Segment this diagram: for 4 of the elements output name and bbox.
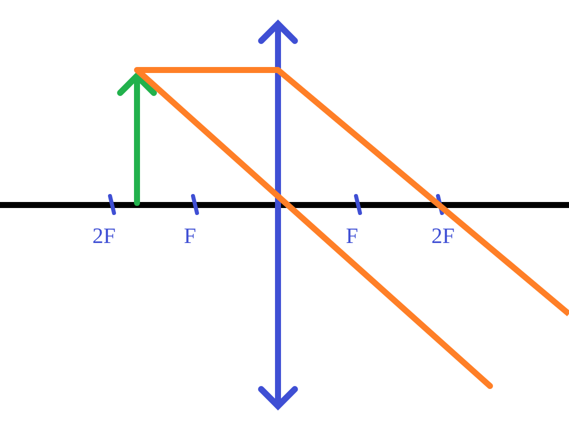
focal-label: 2F bbox=[92, 225, 116, 247]
focal-label: 2F bbox=[431, 225, 455, 247]
focal-label: F bbox=[346, 225, 358, 247]
focal-label: F bbox=[184, 225, 196, 247]
